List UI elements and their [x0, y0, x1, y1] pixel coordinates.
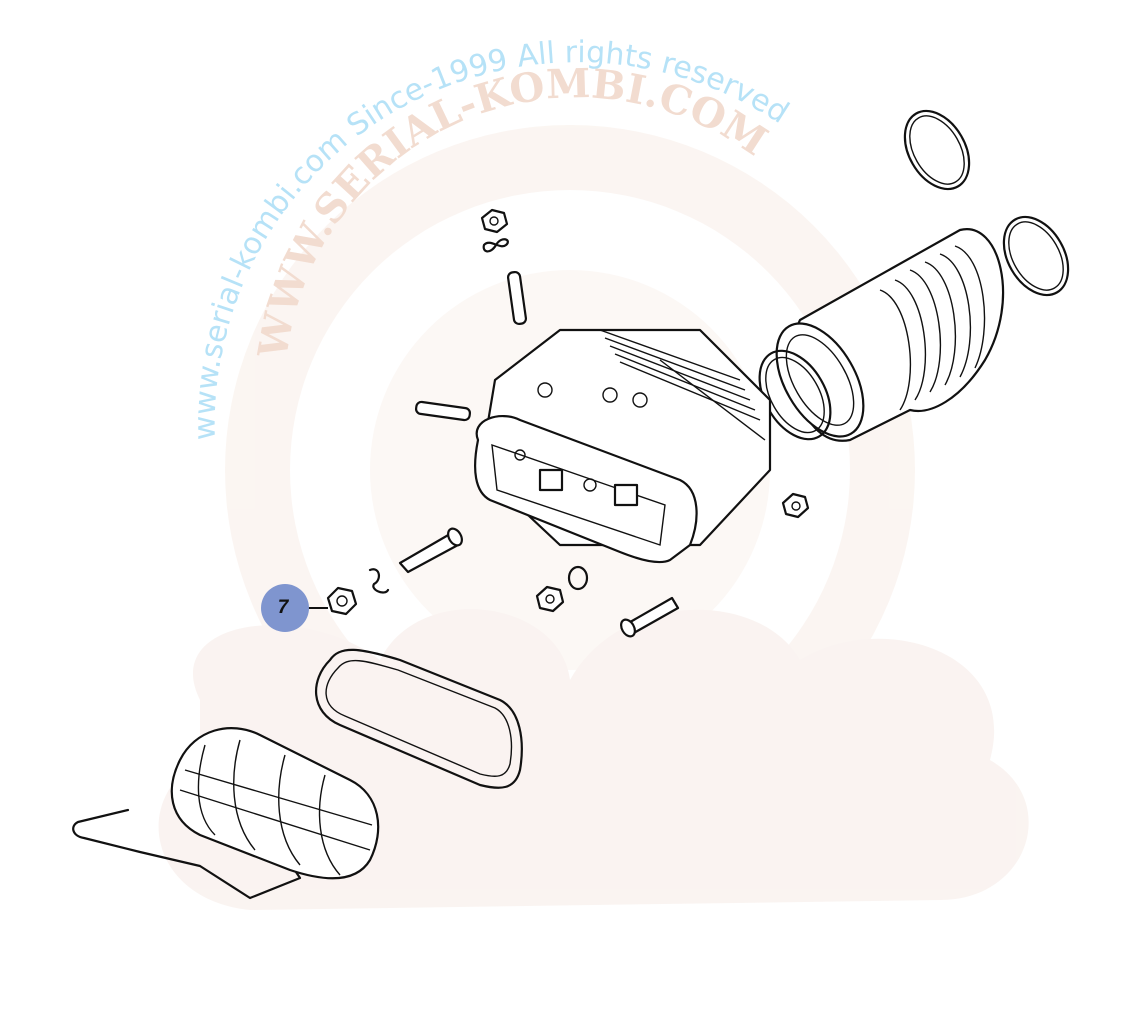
nut-callout-7 [326, 586, 358, 616]
nut-top [480, 208, 509, 234]
clip-left [368, 568, 390, 594]
nut-right [781, 492, 810, 519]
cylinder-head [474, 328, 772, 564]
stud-long [398, 527, 463, 574]
clip-top [482, 238, 509, 253]
callout-leader-line [292, 607, 328, 609]
seal-ring-top [903, 109, 971, 191]
seal-ring-middle [1002, 215, 1070, 297]
valve-cover-bail-wire [72, 808, 302, 900]
stud-lower [620, 596, 680, 638]
nut-lower [535, 585, 565, 613]
valve-cover-gasket [315, 648, 523, 789]
stud-left [414, 400, 472, 422]
part-callout-7[interactable]: 7 [261, 584, 309, 632]
callout-number: 7 [277, 597, 289, 618]
valve-cover [170, 727, 380, 880]
washer [567, 565, 589, 591]
cylinder-barrel [775, 228, 1005, 442]
stud-top [506, 270, 528, 326]
